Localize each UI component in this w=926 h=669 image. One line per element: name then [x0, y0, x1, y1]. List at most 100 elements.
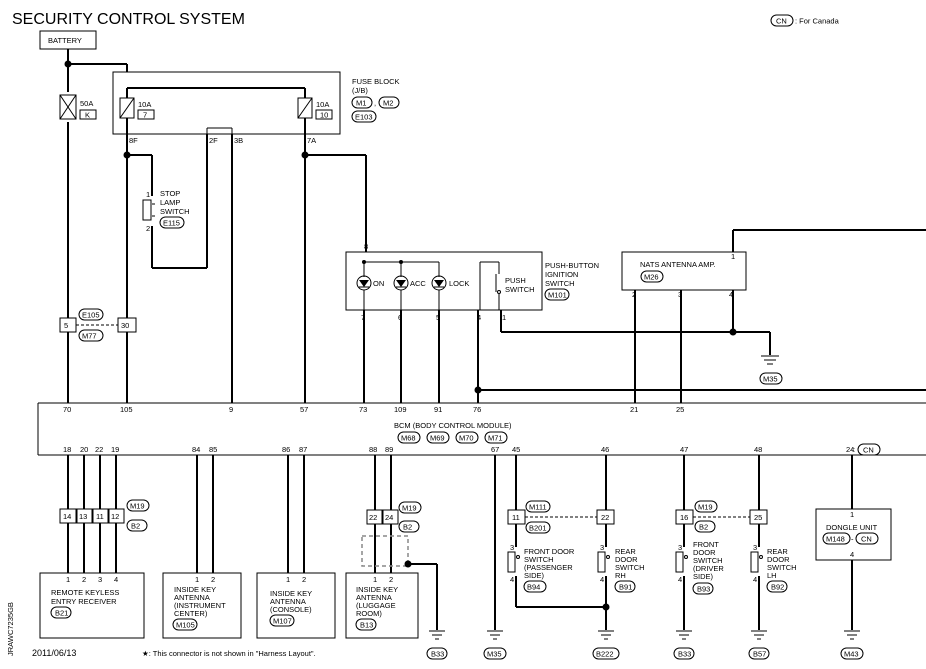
inline-connector-m19-1 [59, 508, 125, 524]
fuse-pin-3b: 3B [234, 136, 243, 145]
push-switch-contact [363, 261, 501, 310]
key-ant-instr-box [162, 572, 242, 639]
fdp-label-4: SIDE) [524, 571, 545, 580]
stop-lamp-junction [123, 151, 131, 159]
inline4-sub-badge [525, 521, 551, 534]
fdd-label-4: (DRIVER [693, 564, 724, 573]
fdd-conn: B93 [697, 585, 710, 594]
bcm-pin-57: 57 [300, 405, 308, 414]
ground-m43-badge [840, 647, 864, 660]
bcm-pin-25: 25 [676, 405, 684, 414]
rear-door-lh-switch [750, 551, 763, 573]
push-pin-1: 1 [502, 313, 506, 322]
inline-connector-m19-2 [366, 509, 399, 525]
rdl-label-2: DOOR [767, 555, 790, 564]
kal-label-1: INSIDE KEY [356, 585, 398, 594]
kal-pin-2: 2 [389, 575, 393, 584]
door-switch-lh-wires [683, 455, 760, 630]
kai-pin-1: 1 [195, 575, 199, 584]
fuse-7-id-box [137, 109, 155, 120]
bcm-pin-22: 22 [95, 445, 103, 454]
fuse-10-id: 10 [320, 111, 328, 120]
push-top-pin: 8 [364, 242, 368, 251]
rk-pin-2: 2 [82, 575, 86, 584]
door-switch-rh-wires [515, 455, 607, 630]
battery-junction [64, 60, 72, 68]
kal-label-4: ROOM) [356, 609, 382, 618]
rdr-pin-4: 4 [600, 575, 604, 584]
push-label-1: PUSH-BUTTON [545, 261, 599, 270]
ground-b33-1-label: B33 [431, 650, 444, 659]
fuse-pin-2f: 2F [209, 136, 218, 145]
inline-connector-m19-3 [675, 509, 768, 525]
bcm-pin-85: 85 [209, 445, 217, 454]
ground-m35-bottom-badge [483, 647, 507, 660]
ground-m35-bottom-label: M35 [487, 650, 502, 659]
bcm-pin-19: 19 [111, 445, 119, 454]
fdp-conn: B94 [527, 583, 540, 592]
stop-lamp-label-2: LAMP [160, 198, 180, 207]
bcm-canada-code: CN [863, 446, 874, 455]
bcm-conn-m69: M69 [430, 434, 445, 443]
footer-code: JRAWC7235GB [6, 602, 15, 656]
ground-icon-m43 [844, 630, 860, 640]
stop-lamp-conn: E115 [163, 219, 180, 228]
push-conn-badge [544, 288, 570, 301]
ground-b33-1-badge [426, 647, 448, 660]
rdl-pin-4: 4 [753, 575, 757, 584]
inline3-pin-24: 24 [385, 513, 393, 522]
ground-icon-m35-bottom [487, 630, 503, 640]
kai-label-1: INSIDE KEY [174, 585, 216, 594]
rk-pin-1: 1 [66, 575, 70, 584]
inline4-code-badge [525, 500, 551, 513]
fuse-10-id-box [315, 109, 333, 120]
fuse-50a-amp: 50A [80, 99, 93, 108]
ground-icon-m35-top [761, 355, 779, 365]
key-ant-console-wires [287, 455, 305, 573]
rk-label-2: ENTRY RECEIVER [51, 597, 117, 606]
fdd-label-3: SWITCH [693, 556, 723, 565]
push-switch-label-1: PUSH [505, 276, 526, 285]
fuse-50a [59, 94, 77, 120]
rdl-conn-badge [766, 580, 788, 593]
rdr-label-1: REAR [615, 547, 636, 556]
bcm-pin-67: 67 [491, 445, 499, 454]
rdl-conn: B92 [771, 583, 784, 592]
bcm-pin-20: 20 [80, 445, 88, 454]
push-switch-label-2: SWITCH [505, 285, 535, 294]
led-on-icon [356, 275, 372, 291]
fuse-7-id: 7 [143, 111, 147, 120]
inline1-top: E105 [82, 311, 100, 320]
fuse-block-label-2: (J/B) [352, 86, 368, 95]
ground-b57-badge [748, 647, 770, 660]
ground-icon-b222 [598, 630, 614, 640]
fuse-pin-7a: 7A [307, 136, 316, 145]
fuse-block-conn-m2-badge [378, 96, 400, 109]
led-acc-icon [393, 275, 409, 291]
remote-keyless-box [39, 572, 145, 639]
dongle-pin-1: 1 [850, 510, 854, 519]
kai-pin-2: 2 [211, 575, 215, 584]
inline2-code: M19 [130, 502, 145, 511]
kal-pin-1: 1 [373, 575, 377, 584]
rear-rh-ground-junction [602, 603, 610, 611]
kai-label-2: ANTENNA [174, 593, 210, 602]
push-button-box [345, 251, 543, 311]
nats-ground-junction [729, 328, 737, 336]
rk-label-1: REMOTE KEYLESS [51, 588, 119, 597]
bcm-pin-24: 24 [846, 445, 854, 454]
fdp-label-3: (PASSENGER [524, 563, 573, 572]
stop-lamp-wires [126, 127, 233, 403]
inline2-pin-13: 13 [79, 512, 87, 521]
fdd-label-2: DOOR [693, 548, 716, 557]
key-ant-instr-wires [196, 455, 214, 573]
battery-label: BATTERY [48, 36, 82, 45]
fuse-block-sep: , [374, 99, 376, 108]
fdd-pin-4: 4 [678, 575, 682, 584]
fdd-conn-badge [692, 582, 714, 595]
inline2-sub: B2 [131, 522, 140, 531]
stop-lamp-label-1: STOP [160, 189, 180, 198]
push-label-3: SWITCH [545, 279, 575, 288]
fdp-pin-3: 3 [510, 543, 514, 552]
inline2-pin-12: 12 [111, 512, 119, 521]
